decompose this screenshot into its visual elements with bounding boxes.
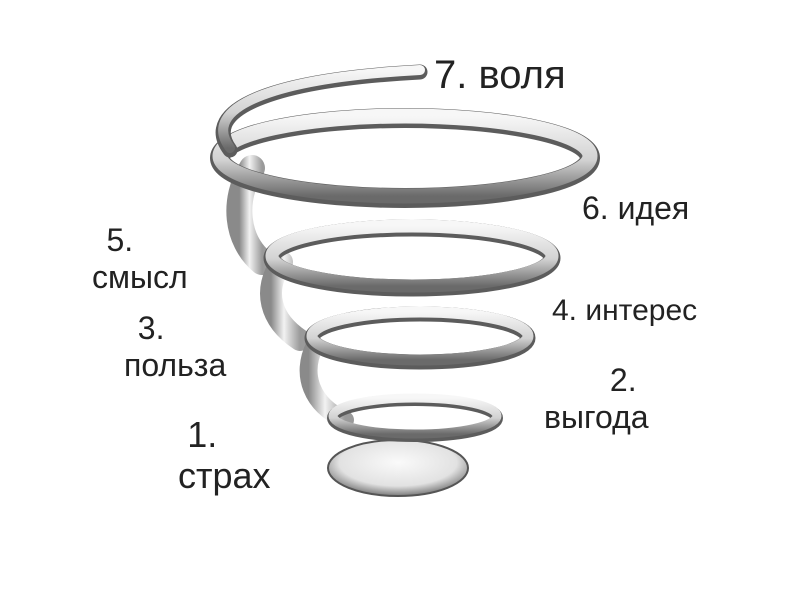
- level-3-word: польза: [124, 346, 227, 383]
- spiral-base-disc: [327, 439, 469, 497]
- level-2-number: 2.: [609, 362, 637, 398]
- level-7-label: 7. воля: [434, 53, 566, 97]
- level-3-label: 3. польза: [124, 310, 226, 384]
- spiral-coil-4: [328, 393, 502, 439]
- level-2-word: выгода: [544, 398, 649, 435]
- spiral-coil-2: [265, 219, 559, 293]
- spiral-coil-3: [306, 306, 534, 366]
- spiral-top-tail-highlight: [218, 65, 425, 153]
- level-5-word: смысл: [92, 258, 188, 295]
- level-1-label: 1. страх: [178, 414, 271, 497]
- level-6-label: 6. идея: [582, 190, 690, 226]
- level-1-number: 1.: [187, 414, 218, 455]
- spiral-coil-1: [212, 108, 598, 204]
- level-5-number: 5.: [106, 222, 134, 258]
- level-2-label: 2. выгода: [544, 362, 649, 436]
- level-4-label: 4. интерес: [552, 294, 698, 327]
- level-3-number: 3.: [137, 310, 165, 346]
- level-5-label: 5. смысл: [92, 222, 188, 296]
- level-1-word: страх: [178, 455, 271, 497]
